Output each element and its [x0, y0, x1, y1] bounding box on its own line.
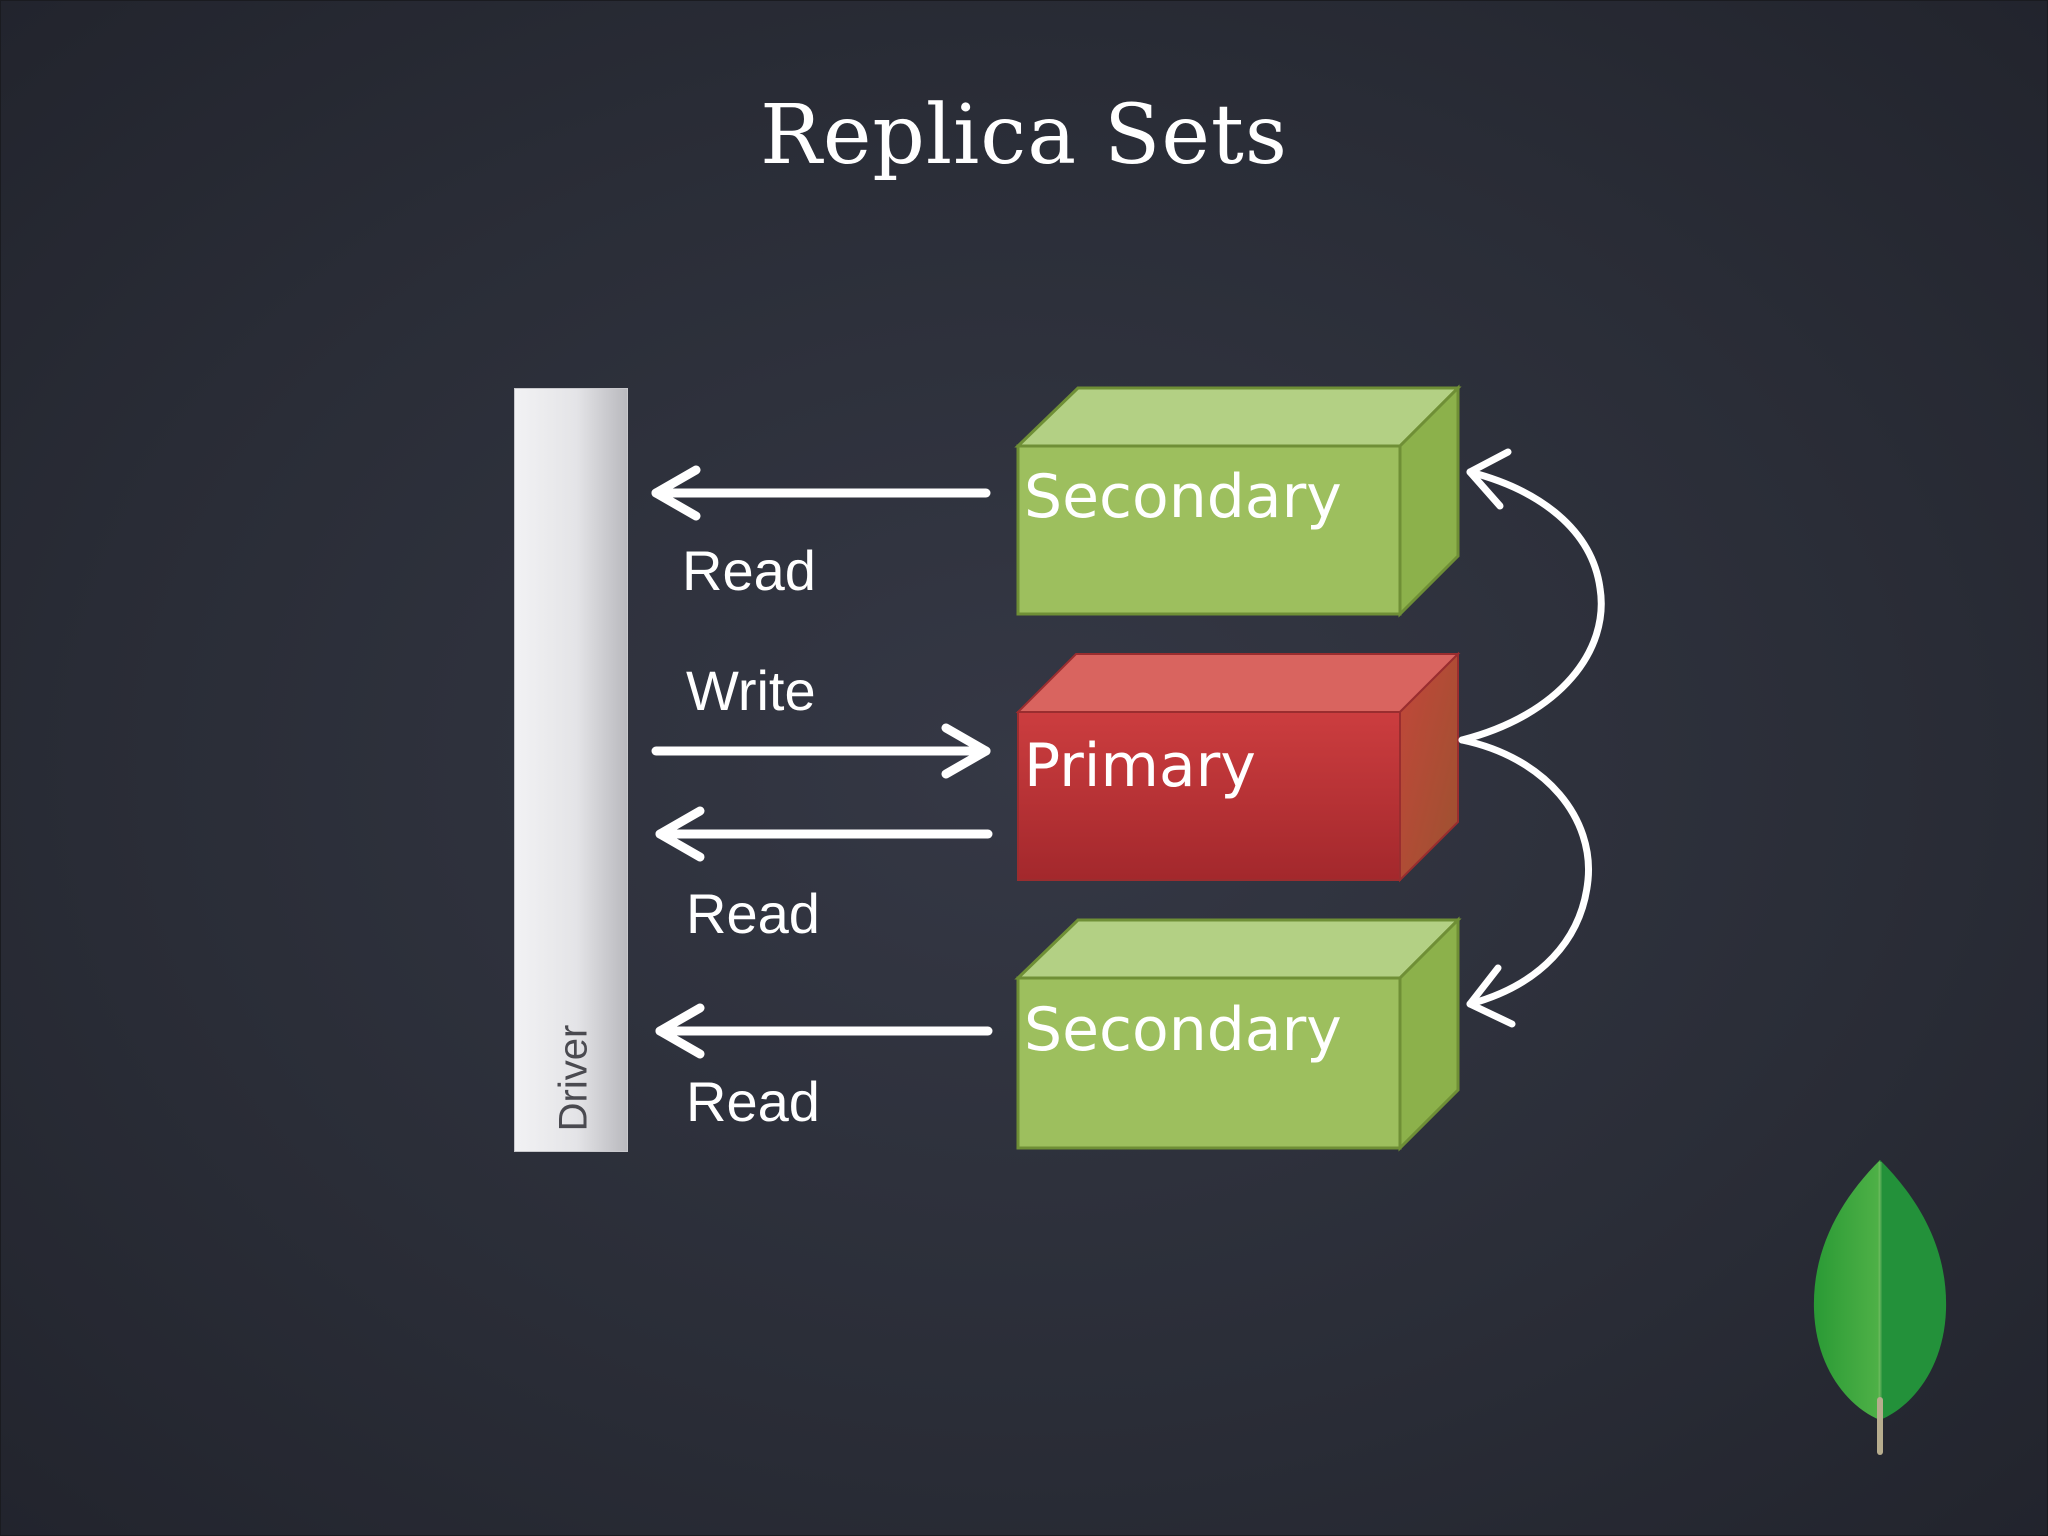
primary-node: Primary: [1015, 651, 1461, 883]
read-top-arrow: [651, 465, 991, 521]
read-top-label: Read: [682, 539, 816, 602]
write-arrow: [651, 723, 991, 779]
read-primary-arrow: [655, 806, 993, 862]
replicate-bottom-arrow: [1458, 736, 1593, 1028]
secondary-top-node: Secondary: [1014, 384, 1462, 618]
primary-label: Primary: [1024, 731, 1256, 801]
slide-title: Replica Sets: [760, 88, 1288, 183]
driver-bar: [514, 388, 628, 1152]
mongodb-leaf-icon: [1813, 1160, 1947, 1455]
replicate-top-arrow: [1458, 448, 1605, 744]
secondary-top-label: Secondary: [1024, 462, 1342, 532]
read-primary-label: Read: [686, 882, 820, 945]
write-label: Write: [686, 659, 816, 722]
read-bottom-label: Read: [686, 1070, 820, 1133]
read-bottom-arrow: [655, 1003, 993, 1059]
secondary-bottom-node: Secondary: [1014, 916, 1462, 1152]
secondary-bottom-label: Secondary: [1024, 995, 1342, 1065]
